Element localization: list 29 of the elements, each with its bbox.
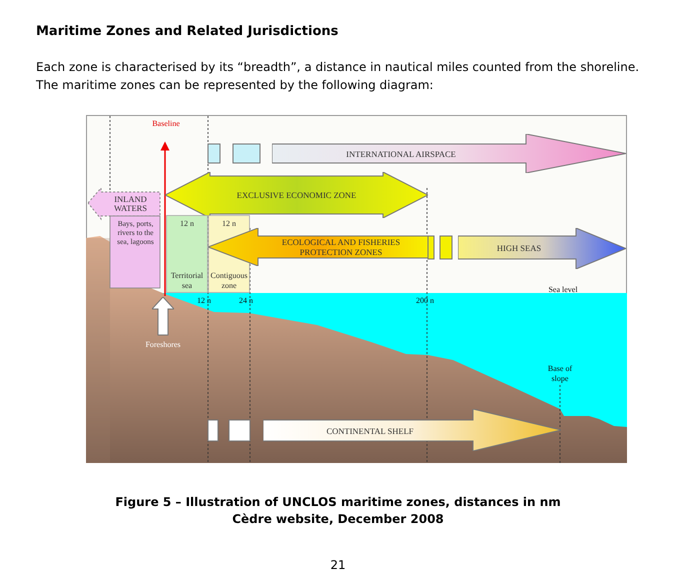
distance-label: 200 n [415, 295, 435, 307]
zone-label: HIGH SEAS [496, 242, 542, 252]
source-text: Cèdre website, December 2008 [231, 511, 445, 528]
arrow-shape [263, 409, 561, 451]
figure-caption: Figure 5 – Illustration of UNCLOS maritime zones, distances in nm [114, 494, 562, 511]
double-arrow-shape [165, 172, 428, 218]
zone-box [166, 215, 208, 293]
base-of-slope-label: Base of slope [546, 364, 574, 384]
page-number: 21 [329, 557, 347, 574]
baseline-label: Baseline [151, 118, 181, 130]
arrow-shape [272, 134, 626, 173]
zone-label: ECOLOGICAL AND FISHERIES PROTECTION ZONES [280, 237, 402, 257]
zone-label: Foreshores [144, 339, 182, 351]
distance-label: 12 n [179, 218, 195, 230]
intro-paragraph: Each zone is characterised by its “breadth”, a distance in nautical miles counted from the shoreline. The maritime zones can be represented by the following diagram: [36, 59, 640, 94]
distance-label: 24 n [238, 295, 254, 307]
zone-label: EXCLUSIVE ECONOMIC ZONE [236, 190, 356, 200]
arrow-shape [208, 228, 428, 266]
zone-label: INTERNATIONAL AIRSPACE [346, 148, 456, 158]
page-heading: Maritime Zones and Related Jurisdictions [36, 23, 338, 41]
arrow-shape [88, 188, 161, 289]
distance-label: 12 n [221, 218, 237, 230]
zone-label: CONTINENTAL SHELF [326, 426, 414, 436]
arrow-shape [458, 228, 626, 269]
zone-label: INLAND WATERS [112, 195, 148, 213]
sea-level-label: Sea level [547, 284, 579, 296]
zone-label: Territorial sea [170, 271, 204, 291]
zone-label: Contiguous zone [210, 271, 248, 291]
distance-label: 12 n [196, 295, 212, 307]
